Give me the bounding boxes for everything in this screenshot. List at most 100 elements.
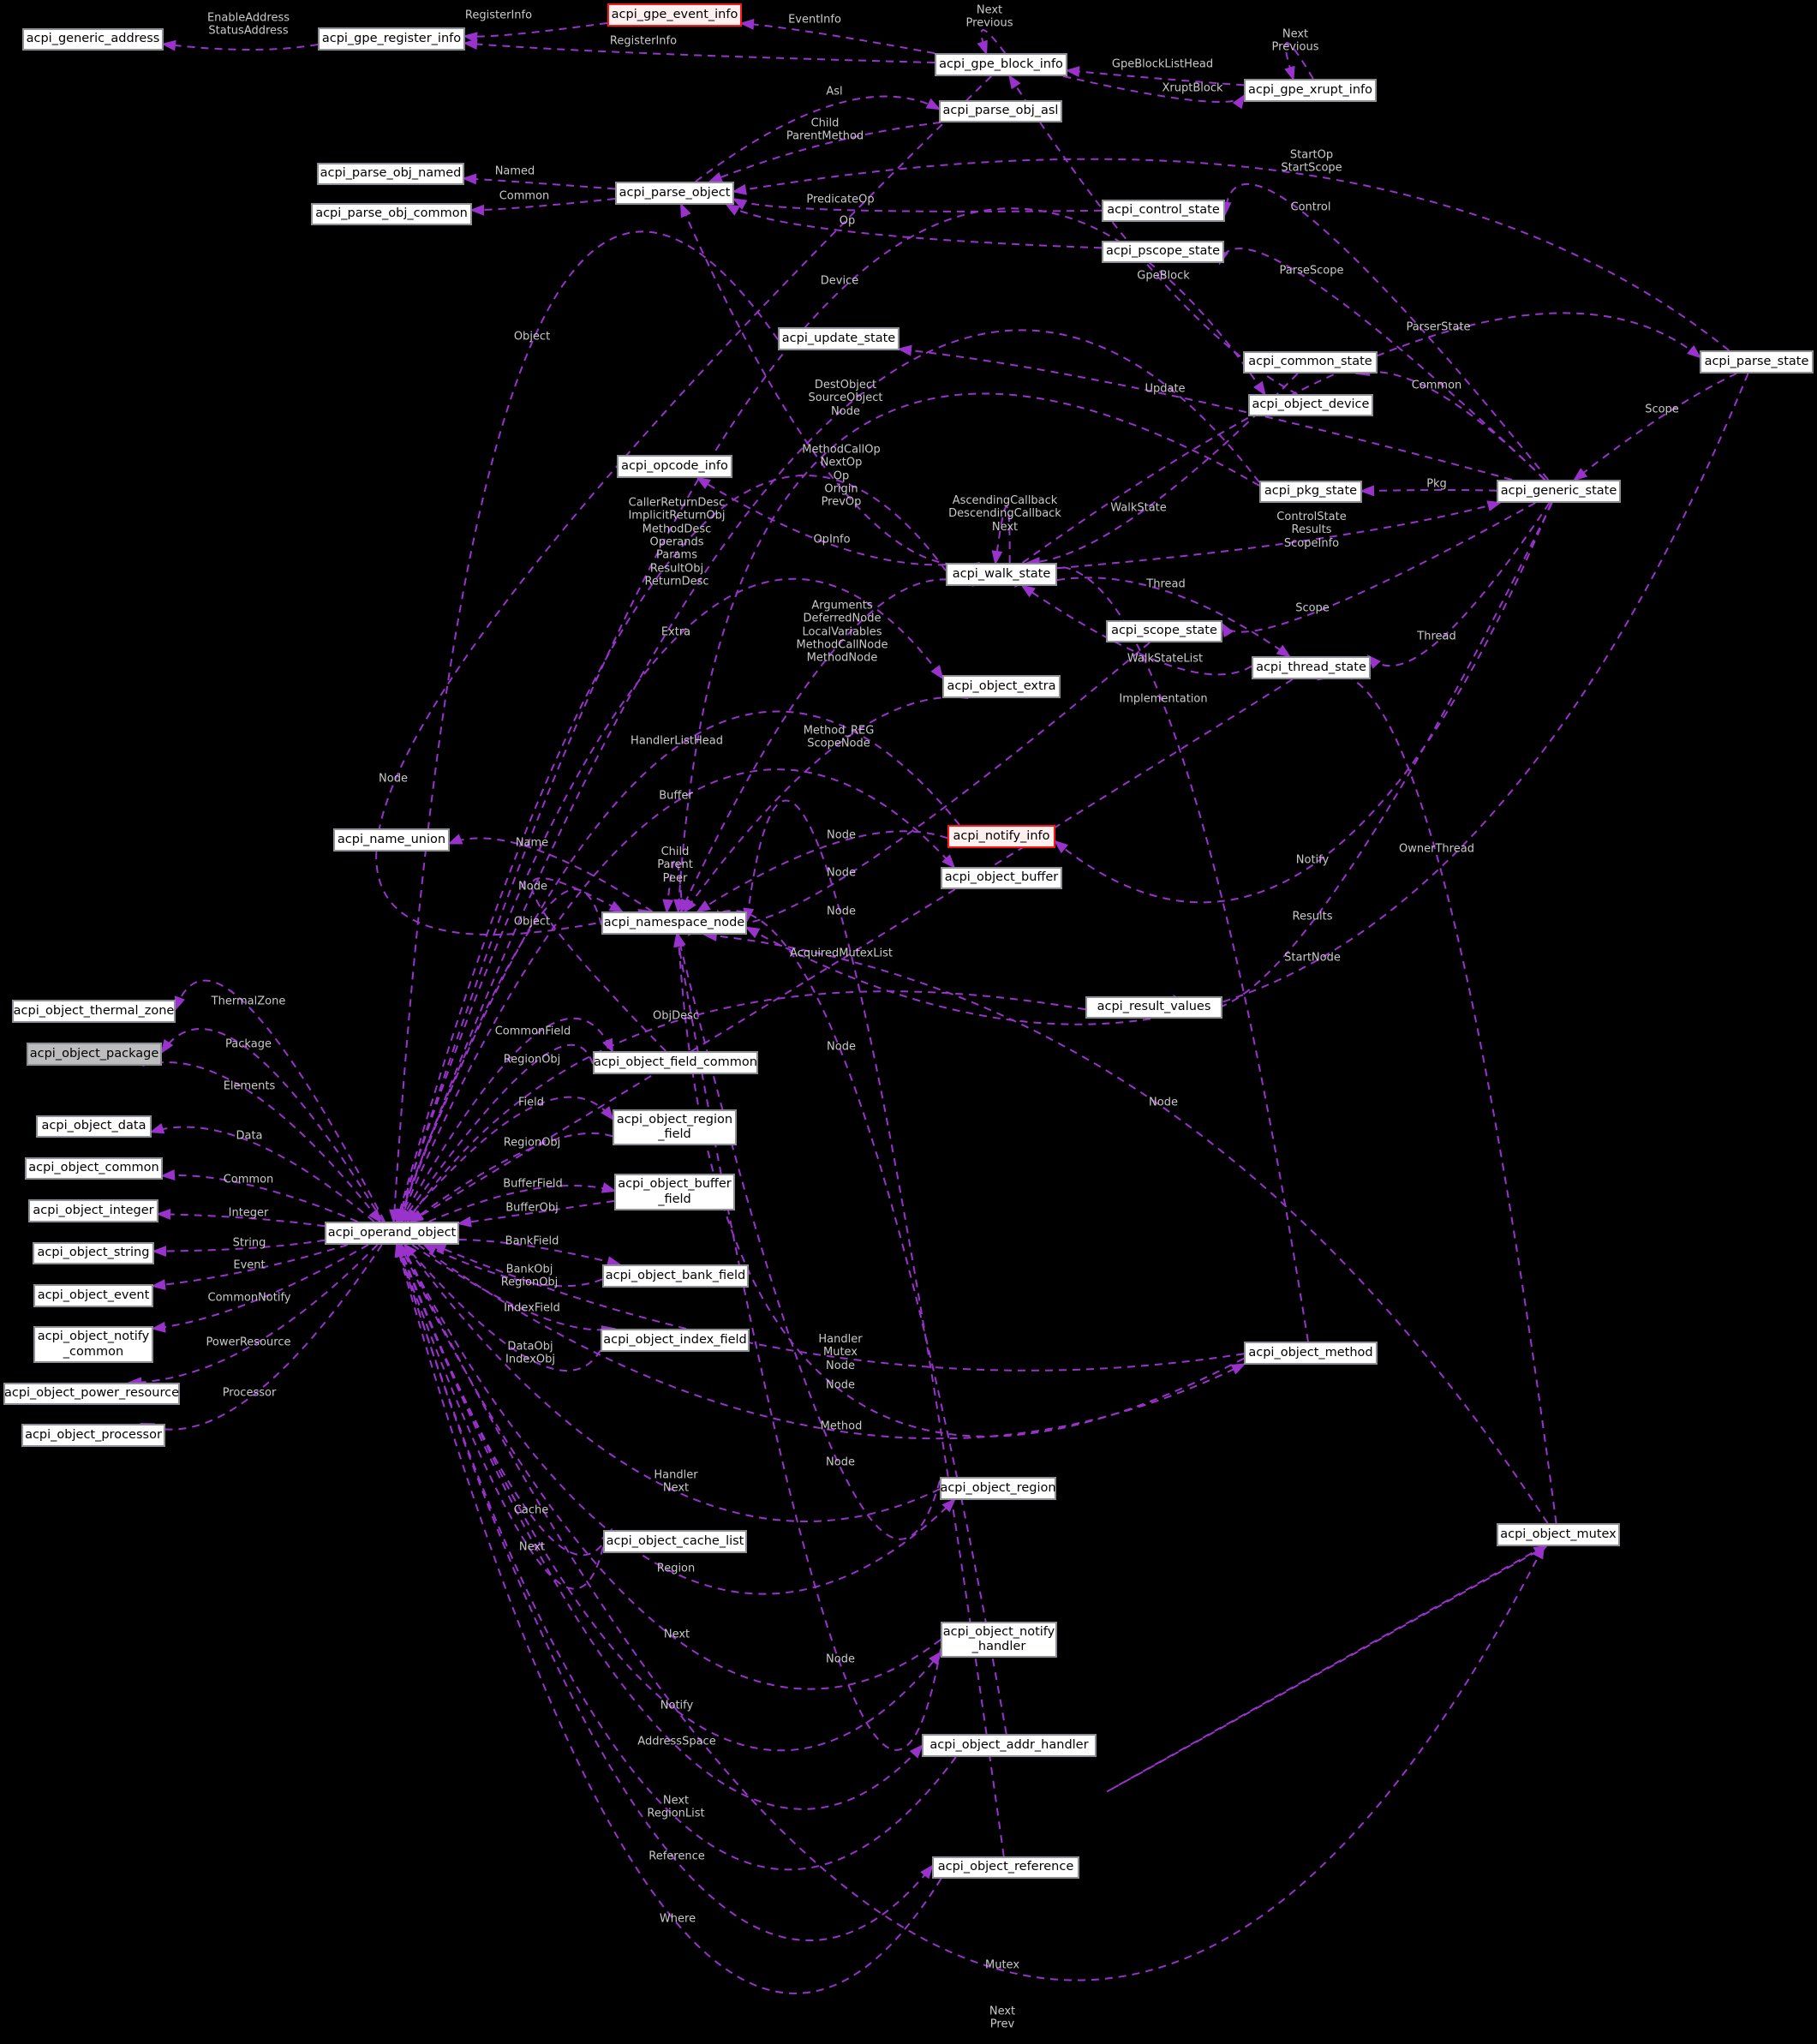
edge-operand_object-object_notify_handler bbox=[397, 1244, 941, 1752]
node-object_buffer_field[interactable]: acpi_object_buffer _field bbox=[614, 1174, 735, 1210]
edge-object_mutex-object_mutex bbox=[1106, 1545, 1547, 1793]
node-object_index_field[interactable]: acpi_object_index_field bbox=[601, 1329, 750, 1352]
node-object_bank_field[interactable]: acpi_object_bank_field bbox=[602, 1264, 749, 1288]
node-object_buffer[interactable]: acpi_object_buffer bbox=[941, 867, 1062, 889]
edge-namespace_node-namespace_node bbox=[666, 858, 684, 912]
node-gpe_block_info[interactable]: acpi_gpe_block_info bbox=[935, 53, 1067, 76]
node-gpe_event_info[interactable]: acpi_gpe_event_info bbox=[607, 3, 742, 27]
edge-thread_state-operand_object bbox=[410, 678, 1294, 1222]
edge-walk_state-thread_state bbox=[1056, 577, 1290, 657]
arrowhead-operand_object-object_region_field bbox=[601, 1106, 614, 1121]
arrowhead-object_package-operand_object bbox=[368, 1208, 382, 1224]
edge-operand_object-object_index_field bbox=[411, 1244, 614, 1331]
node-operand_object[interactable]: acpi_operand_object bbox=[325, 1222, 459, 1245]
node-object_common[interactable]: acpi_object_common bbox=[25, 1157, 163, 1180]
node-update_state[interactable]: acpi_update_state bbox=[778, 327, 900, 350]
edge-operand_object-object_reference bbox=[396, 1244, 933, 1941]
node-generic_address[interactable]: acpi_generic_address bbox=[22, 28, 164, 51]
edge-generic_state-common_state bbox=[1357, 370, 1545, 481]
node-thread_state[interactable]: acpi_thread_state bbox=[1252, 656, 1371, 679]
edge-parse_object-parse_obj_asl bbox=[695, 95, 940, 182]
edge-operand_object-object_data bbox=[151, 1126, 375, 1222]
arrowhead-generic_state-thread_state bbox=[1366, 654, 1381, 669]
edge-operand_object-object_notify_common bbox=[152, 1244, 369, 1330]
arrowhead-generic_state-scope_state bbox=[1221, 622, 1234, 638]
node-object_field_common[interactable]: acpi_object_field_common bbox=[593, 1051, 758, 1074]
node-parse_obj_named[interactable]: acpi_parse_obj_named bbox=[317, 163, 464, 185]
node-scope_state[interactable]: acpi_scope_state bbox=[1106, 620, 1222, 642]
arrowhead-gpe_block_info-gpe_event_info bbox=[739, 18, 755, 30]
edge-object_cache_list-operand_object bbox=[396, 1244, 604, 1590]
node-object_thermal_zone[interactable]: acpi_object_thermal_zone bbox=[12, 1000, 176, 1023]
node-namespace_node[interactable]: acpi_namespace_node bbox=[601, 911, 747, 935]
node-parse_object[interactable]: acpi_parse_object bbox=[615, 182, 734, 205]
node-generic_state[interactable]: acpi_generic_state bbox=[1497, 480, 1621, 503]
arrowhead-operand_object-object_package bbox=[160, 1038, 174, 1055]
node-pkg_state[interactable]: acpi_pkg_state bbox=[1259, 481, 1362, 503]
node-object_cache_list[interactable]: acpi_object_cache_list bbox=[603, 1530, 747, 1553]
node-object_method[interactable]: acpi_object_method bbox=[1244, 1342, 1378, 1365]
node-notify_info[interactable]: acpi_notify_info bbox=[947, 825, 1055, 848]
arrowhead-walk_state-parse_state bbox=[1687, 344, 1702, 359]
node-object_package[interactable]: acpi_object_package bbox=[27, 1043, 162, 1066]
node-result_values[interactable]: acpi_result_values bbox=[1085, 996, 1222, 1019]
edge-generic_state-thread_state bbox=[1367, 502, 1551, 667]
edge-generic_state-scope_state bbox=[1222, 502, 1536, 633]
arrowhead-operand_object-object_buffer bbox=[941, 854, 956, 870]
edge-thread_state-walk_state bbox=[1022, 585, 1252, 676]
node-object_notify_handler[interactable]: acpi_object_notify _handler bbox=[941, 1622, 1057, 1658]
edge-object_reference-operand_object bbox=[396, 1244, 942, 1994]
node-object_data[interactable]: acpi_object_data bbox=[36, 1115, 152, 1138]
node-control_state[interactable]: acpi_control_state bbox=[1102, 200, 1225, 222]
edge-parse_object-parse_obj_common bbox=[471, 198, 616, 212]
edge-operand_object-object_region_field bbox=[403, 1096, 613, 1222]
edge-operand_object-object_buffer bbox=[398, 768, 955, 1222]
node-object_string[interactable]: acpi_object_string bbox=[33, 1242, 154, 1264]
edge-gpe_xrupt_info-gpe_xrupt_info bbox=[1284, 42, 1314, 80]
arrowhead-control_state-parse_object bbox=[732, 198, 748, 210]
node-name_union[interactable]: acpi_name_union bbox=[333, 828, 450, 852]
node-object_extra[interactable]: acpi_object_extra bbox=[942, 675, 1061, 698]
edge-generic_state-notify_info bbox=[1055, 502, 1552, 904]
edge-object_reference-namespace_node bbox=[746, 799, 1005, 1857]
node-walk_state[interactable]: acpi_walk_state bbox=[946, 563, 1057, 586]
arrowhead-object_bank_field-operand_object bbox=[421, 1243, 438, 1255]
node-object_power_resource[interactable]: acpi_object_power_resource bbox=[3, 1383, 180, 1405]
node-opcode_info[interactable]: acpi_opcode_info bbox=[617, 455, 732, 478]
node-parse_obj_asl[interactable]: acpi_parse_obj_asl bbox=[939, 100, 1062, 123]
arrowhead-operand_object-object_string bbox=[152, 1246, 167, 1258]
node-object_region_field[interactable]: acpi_object_region _field bbox=[613, 1109, 737, 1145]
node-object_processor[interactable]: acpi_object_processor bbox=[21, 1424, 165, 1447]
node-object_reference[interactable]: acpi_object_reference bbox=[932, 1856, 1079, 1879]
node-object_event[interactable]: acpi_object_event bbox=[33, 1284, 153, 1307]
node-parse_state[interactable]: acpi_parse_state bbox=[1700, 350, 1814, 374]
arrowhead-gpe_event_info-gpe_register_info bbox=[463, 32, 478, 44]
arrowhead-operand_object-object_extra bbox=[930, 665, 944, 680]
node-object_mutex[interactable]: acpi_object_mutex bbox=[1497, 1523, 1620, 1546]
arrowhead-operand_object-object_region bbox=[941, 1498, 956, 1513]
node-object_integer[interactable]: acpi_object_integer bbox=[28, 1199, 158, 1222]
arrowhead-operand_object-object_notify_common bbox=[151, 1321, 166, 1333]
arrowhead-gpe_block_info-gpe_block_info bbox=[977, 39, 988, 56]
arrowhead-operand_object-object_thermal_zone bbox=[174, 995, 185, 1012]
node-parse_obj_common[interactable]: acpi_parse_obj_common bbox=[311, 203, 472, 225]
edge-object_field_common-operand_object bbox=[400, 1043, 594, 1222]
edge-operand_object-object_device bbox=[396, 207, 1266, 1222]
node-pscope_state[interactable]: acpi_pscope_state bbox=[1102, 241, 1224, 263]
node-object_addr_handler[interactable]: acpi_object_addr_handler bbox=[922, 1734, 1097, 1757]
arrowhead-operand_object-object_data bbox=[149, 1122, 165, 1134]
arrowhead-walk_state-walk_state bbox=[991, 550, 1003, 565]
edge-walk_state-operand_object bbox=[396, 475, 947, 1222]
edge-pkg_state-operand_object bbox=[397, 329, 1260, 1222]
node-gpe_xrupt_info[interactable]: acpi_gpe_xrupt_info bbox=[1244, 79, 1377, 102]
arrowhead-generic_state-notify_info bbox=[1053, 840, 1068, 854]
edge-pscope_state-parse_object bbox=[726, 204, 1103, 249]
node-common_state[interactable]: acpi_common_state bbox=[1243, 351, 1378, 374]
node-object_region[interactable]: acpi_object_region bbox=[940, 1477, 1056, 1500]
node-object_notify_common[interactable]: acpi_object_notify _common bbox=[33, 1326, 153, 1363]
node-gpe_register_info[interactable]: acpi_gpe_register_info bbox=[318, 27, 465, 51]
edge-namespace_node-name_union bbox=[449, 837, 653, 912]
edge-pkg_state-namespace_node bbox=[677, 392, 1260, 912]
arrowhead-gpe_block_info-gpe_xrupt_info bbox=[1232, 93, 1246, 110]
node-object_device[interactable]: acpi_object_device bbox=[1248, 394, 1373, 416]
